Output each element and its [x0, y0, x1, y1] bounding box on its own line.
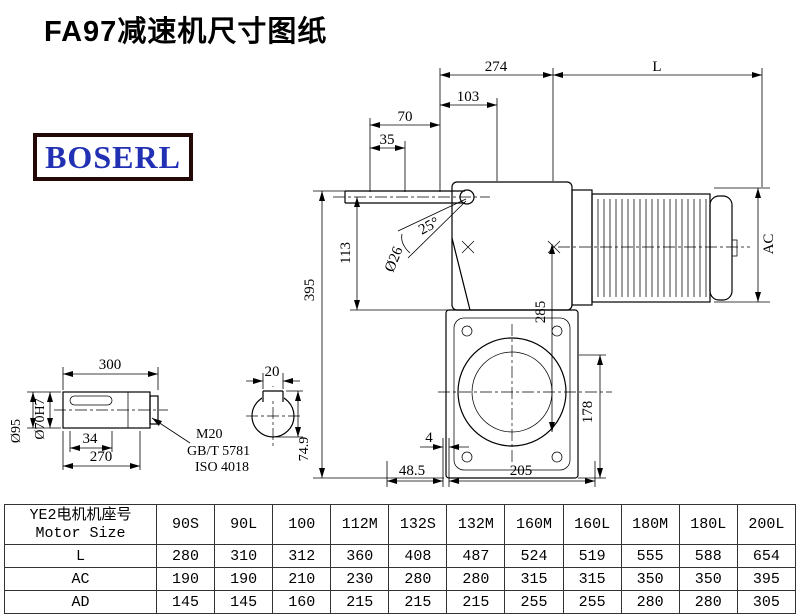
table-cell: 280: [155, 544, 216, 568]
motor-size-header: YE2电机机座号 Motor Size: [4, 504, 157, 545]
top-dimensions: 274 L 103 70 35: [369, 59, 763, 192]
bottom-dimensions: 4 48.5 205: [386, 430, 596, 487]
column-header: 90S: [155, 504, 216, 545]
dim-48-5: 48.5: [399, 463, 425, 479]
row-label: AD: [4, 590, 157, 614]
column-header: 180L: [678, 504, 738, 545]
dim-35: 35: [380, 132, 395, 148]
dim-395: 395: [302, 279, 318, 302]
dim-4: 4: [425, 430, 433, 446]
centerlines: [54, 196, 750, 462]
height-dimensions: 285 178 AC: [533, 187, 777, 479]
motor-fins: [597, 199, 707, 297]
row-label: L: [4, 544, 157, 568]
table-cell: 280: [678, 590, 738, 614]
column-header: 160L: [562, 504, 622, 545]
table-cell: 255: [504, 590, 564, 614]
column-header: 160M: [504, 504, 564, 545]
table-cell: 395: [736, 567, 797, 591]
dim-dia-70h7: Ø70H7: [33, 398, 48, 439]
dim-178: 178: [580, 401, 596, 424]
dim-113: 113: [338, 242, 354, 264]
column-header: 200L: [736, 504, 797, 545]
table-cell: 305: [736, 590, 797, 614]
table-cell: 315: [562, 567, 622, 591]
table-header-row: YE2电机机座号 Motor Size 90S 90L 100 112M 132…: [4, 504, 797, 545]
label-m20: M20: [196, 427, 222, 442]
brand-logo-text: BOSERL: [45, 138, 181, 175]
table-cell: 255: [562, 590, 622, 614]
table-cell: 654: [736, 544, 797, 568]
dim-angle-25: 25°: [416, 214, 442, 238]
dim-shaft-dia-26: Ø26: [382, 244, 407, 274]
table-cell: 210: [272, 567, 332, 591]
table-cell: 555: [620, 544, 680, 568]
page-title: FA97减速机尺寸图纸: [44, 16, 328, 48]
shaft-section-view: 20 74.9: [246, 364, 312, 461]
table-cell: 190: [214, 567, 274, 591]
table-cell: 280: [388, 567, 448, 591]
table-cell: 215: [446, 590, 506, 614]
table-cell: 360: [330, 544, 390, 568]
dim-285: 285: [533, 301, 549, 324]
table-cell: 310: [214, 544, 274, 568]
table-cell: 280: [620, 590, 680, 614]
dim-dia-95: Ø95: [9, 419, 24, 443]
dim-70: 70: [398, 109, 413, 125]
dim-274: 274: [485, 59, 508, 75]
table-cell: 315: [504, 567, 564, 591]
dim-20: 20: [265, 364, 280, 380]
dim-74-9: 74.9: [297, 437, 312, 462]
column-header: 90L: [214, 504, 274, 545]
table-cell: 145: [155, 590, 216, 614]
table-cell: 190: [155, 567, 216, 591]
table-cell: 312: [272, 544, 332, 568]
angle-annotation: 25° Ø26: [382, 198, 467, 274]
table-cell: 519: [562, 544, 622, 568]
column-header: 180M: [620, 504, 680, 545]
dim-270: 270: [90, 449, 113, 465]
output-shaft-side-view: 300 34 270 Ø95 Ø70H7 M20 GB/T 5781 ISO 4…: [9, 357, 250, 475]
table-row-AC: AC 190 190 210 230 280 280 315 315 350 3…: [4, 567, 797, 591]
dim-205: 205: [510, 463, 533, 479]
label-gbt-5781: GB/T 5781: [187, 444, 250, 459]
row-label: AC: [4, 567, 157, 591]
column-header: 112M: [330, 504, 390, 545]
motor: [571, 189, 738, 306]
motor-dimension-table: YE2电机机座号 Motor Size 90S 90L 100 112M 132…: [4, 504, 797, 614]
label-iso-4018: ISO 4018: [195, 460, 249, 475]
dim-103: 103: [457, 89, 480, 105]
table-cell: 145: [214, 590, 274, 614]
dim-34: 34: [83, 431, 99, 447]
motor-size-header-en: Motor Size: [35, 524, 126, 542]
column-header: 132M: [446, 504, 506, 545]
table-cell: 350: [620, 567, 680, 591]
table-cell: 350: [678, 567, 738, 591]
table-cell: 160: [272, 590, 332, 614]
dim-L: L: [652, 59, 661, 75]
table-cell: 230: [330, 567, 390, 591]
table-cell: 487: [446, 544, 506, 568]
motor-size-header-cn: YE2电机机座号: [29, 506, 132, 524]
table-cell: 408: [388, 544, 448, 568]
dim-AC: AC: [761, 234, 777, 255]
column-header: 100: [272, 504, 332, 545]
table-cell: 524: [504, 544, 564, 568]
table-cell: 280: [446, 567, 506, 591]
table-cell: 215: [330, 590, 390, 614]
dim-300: 300: [99, 357, 122, 373]
table-row-L: L 280 310 312 360 408 487 524 519 555 58…: [4, 544, 797, 568]
brand-logo: BOSERL: [33, 133, 193, 181]
table-cell: 215: [388, 590, 448, 614]
mounting-hole-marks: [461, 240, 561, 254]
table-row-AD: AD 145 145 160 215 215 215 255 255 280 2…: [4, 590, 797, 614]
column-header: 132S: [388, 504, 448, 545]
table-cell: 588: [678, 544, 738, 568]
